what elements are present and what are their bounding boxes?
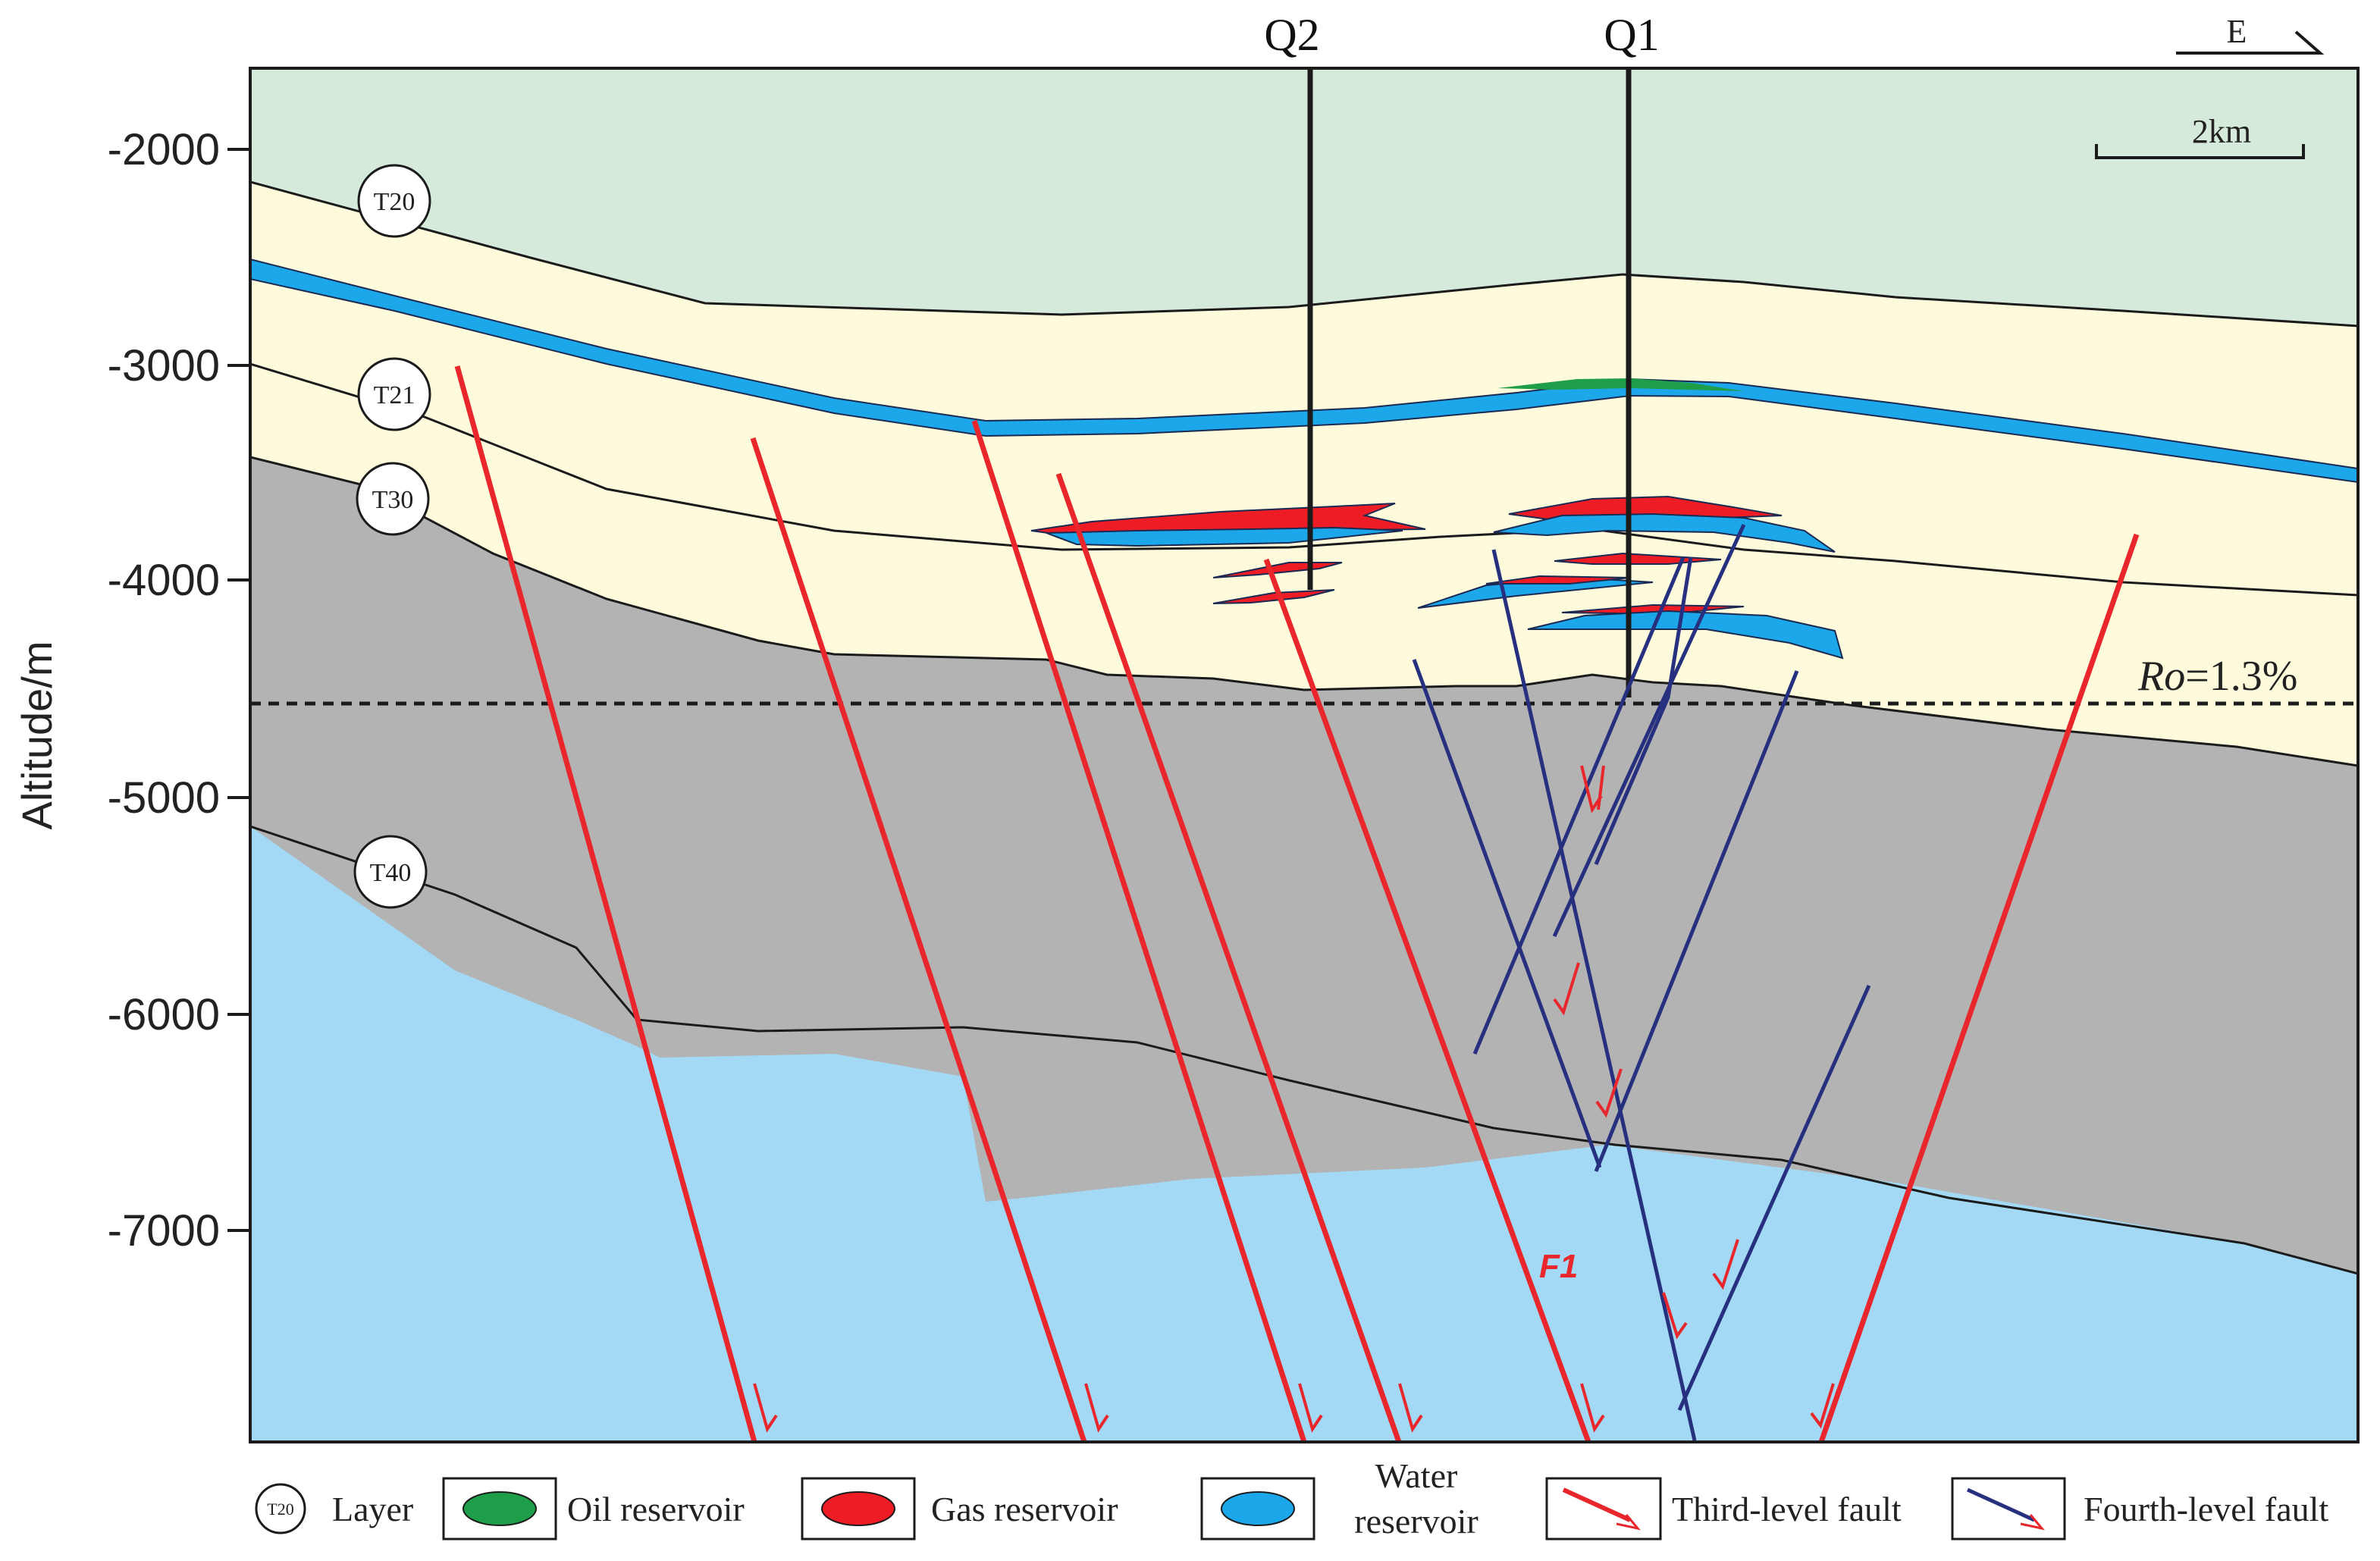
reservoirs bbox=[1030, 495, 1844, 660]
legend-layer: T20 Layer bbox=[255, 1483, 413, 1534]
y-tick-label: -2000 bbox=[108, 125, 220, 174]
legend-third-fault: Third-level fault bbox=[1545, 1477, 1902, 1541]
y-axis-label: Altitude/m bbox=[13, 641, 61, 830]
legend-layer-label: Layer bbox=[332, 1490, 413, 1528]
water-layer-upper bbox=[250, 258, 2358, 484]
y-tick-label: -7000 bbox=[108, 1206, 220, 1255]
legend-oil: Oil reservoir bbox=[442, 1477, 745, 1541]
well-label-q2: Q2 bbox=[1264, 10, 1319, 60]
layer-label: T40 bbox=[370, 859, 412, 887]
third-level-faults bbox=[454, 365, 2140, 1442]
layer-label: T20 bbox=[374, 188, 415, 216]
well-label-q1: Q1 bbox=[1604, 10, 1659, 60]
legend-gas-label: Gas reservoir bbox=[931, 1490, 1118, 1528]
legend-water-label-line2: reservoir bbox=[1354, 1502, 1478, 1541]
stratum-boundaries bbox=[250, 180, 2358, 1275]
legend-fourth-fault: Fourth-level fault bbox=[1951, 1477, 2328, 1541]
layer-label: T21 bbox=[374, 381, 415, 409]
legend-gas: Gas reservoir bbox=[801, 1477, 1118, 1541]
fault-label-f1: F1 bbox=[1539, 1248, 1578, 1285]
direction-label: E bbox=[2227, 13, 2247, 50]
gas-reservoir bbox=[1212, 589, 1335, 604]
direction-indicator: E bbox=[2176, 13, 2325, 55]
layer-badge-t30: T30 bbox=[356, 462, 430, 536]
wells bbox=[1307, 70, 1632, 697]
strata: T20 T21 T30 T40 F1 Ro=1.3% 2km bbox=[250, 68, 2358, 1442]
legend-third-fault-label: Third-level fault bbox=[1672, 1490, 1902, 1528]
section-frame bbox=[249, 67, 2360, 1443]
y-tick-label: -6000 bbox=[108, 990, 220, 1039]
legend-water: Water reservoir bbox=[1200, 1456, 1478, 1541]
y-tick-label: -3000 bbox=[108, 341, 220, 390]
scale-label: 2km bbox=[2192, 113, 2251, 150]
upper-stratum bbox=[250, 68, 2358, 326]
legend-oil-label: Oil reservoir bbox=[567, 1490, 745, 1528]
legend-fourth-fault-label: Fourth-level fault bbox=[2084, 1490, 2328, 1528]
scale-bar: 2km bbox=[2095, 113, 2305, 159]
layer-label: T30 bbox=[372, 486, 414, 514]
layer-badge-t40: T40 bbox=[353, 835, 428, 909]
fourth-level-faults bbox=[1412, 523, 1871, 1441]
legend-water-label-line1: Water bbox=[1375, 1456, 1458, 1495]
oil-accumulation bbox=[1497, 378, 1744, 391]
legend-layer-badge: T20 bbox=[267, 1500, 293, 1519]
layer-badge-t21: T21 bbox=[357, 357, 431, 431]
ro-label: Ro=1.3% bbox=[2137, 653, 2297, 700]
y-axis: -2000 -3000 -4000 -5000 -6000 -7000 Alti… bbox=[13, 125, 250, 1255]
water-reservoir bbox=[1046, 526, 1403, 547]
y-tick-label: -5000 bbox=[108, 773, 220, 823]
fault-slip-arrows bbox=[753, 765, 1835, 1433]
layer-badge-t20: T20 bbox=[357, 164, 431, 238]
water-reservoir bbox=[1417, 576, 1654, 609]
y-tick-label: -4000 bbox=[108, 556, 220, 605]
legend: T20 Layer Oil reservoir Gas reservoir Wa… bbox=[255, 1456, 2328, 1541]
water-reservoir bbox=[1493, 512, 1836, 553]
